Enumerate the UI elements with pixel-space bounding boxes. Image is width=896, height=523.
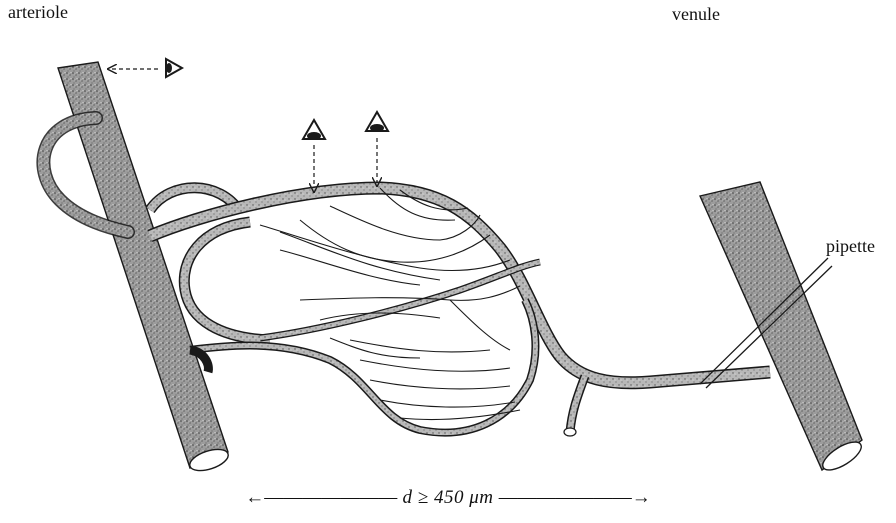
distance-text: d ≥ 450 μm [403, 487, 494, 508]
venule-label: venule [672, 4, 720, 25]
arteriole-label: arteriole [8, 2, 68, 23]
distance-label: ←——————— d ≥ 450 μm ———————→ [0, 487, 896, 509]
arteriole-vessel [43, 62, 230, 475]
pipette-label: pipette [826, 236, 875, 257]
eye-icon [166, 59, 182, 77]
distance-left-arrow: ←——————— [245, 487, 397, 508]
eye-icon [303, 120, 325, 140]
distance-right-arrow: ———————→ [499, 487, 651, 508]
eye-icon [366, 112, 388, 132]
venule-vessel [700, 182, 865, 475]
capillary-network [150, 188, 770, 436]
